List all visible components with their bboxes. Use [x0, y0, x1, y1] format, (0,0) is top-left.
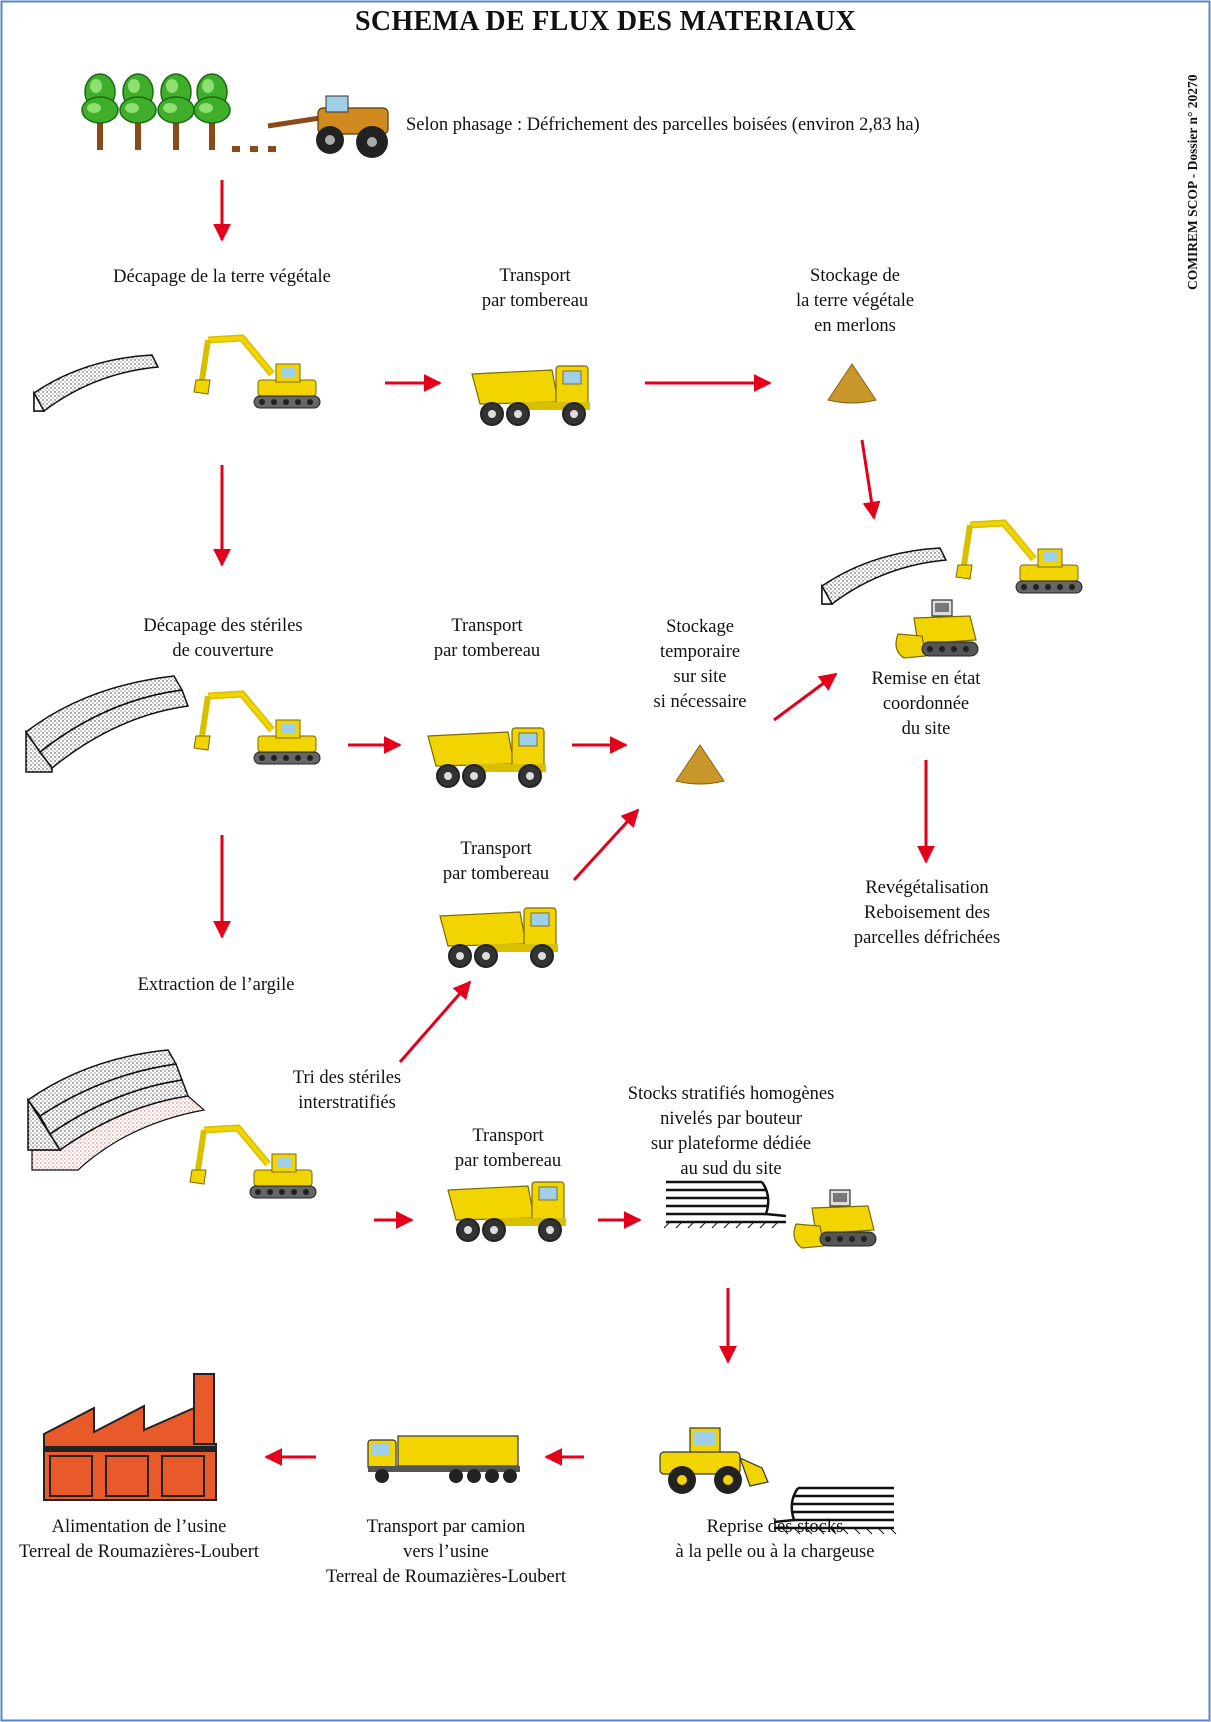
forestry-machine-icon [267, 95, 389, 158]
soil-pile-icon [827, 363, 877, 404]
soil-pile-icon [675, 744, 725, 785]
tree-icon [81, 73, 231, 151]
road-truck-icon [367, 1435, 520, 1483]
page-title: SCHEMA DE FLUX DES MATERIAUX [354, 6, 857, 37]
label-transport-camion: Transport par camion vers l’usine Terrea… [325, 1517, 567, 1587]
label-stockage-terre: Stockage de la terre végétale en merlons [795, 266, 915, 336]
label-revegetalisation: Revégétalisation Reboisement des parcell… [853, 878, 1001, 948]
dump-truck-icon [447, 1181, 567, 1242]
label-transport-3: Transport par tombereau [442, 839, 550, 884]
bulldozer-icon [895, 599, 979, 659]
label-defrichement: Selon phasage : Défrichement des parcell… [406, 115, 920, 135]
label-stockage-temp: Stockage temporaire sur site si nécessai… [653, 617, 747, 712]
soil-layer-icon [821, 547, 947, 605]
dump-truck-icon [427, 727, 547, 788]
excavator-icon [194, 338, 320, 408]
wheel-loader-icon [659, 1427, 769, 1494]
soil-layer-icon [26, 1049, 206, 1171]
soil-layer-icon [33, 354, 159, 412]
label-alimentation: Alimentation de l’usine Terreal de Rouma… [18, 1517, 260, 1562]
label-transport-4: Transport par tombereau [454, 1126, 562, 1171]
flow-arrows [213, 180, 935, 1466]
label-tri: Tri des stériles interstratifiés [292, 1068, 402, 1113]
label-decapage-terre: Décapage de la terre végétale [113, 267, 331, 287]
label-decapage-steriles: Décapage des stériles de couverture [143, 616, 303, 661]
dump-truck-icon [471, 365, 591, 426]
label-reprise: Reprise des stocks à la pelle ou à la ch… [675, 1517, 875, 1562]
label-extraction: Extraction de l’argile [137, 975, 295, 995]
label-transport-2: Transport par tombereau [433, 616, 541, 661]
factory-icon [43, 1373, 217, 1501]
label-transport-1: Transport par tombereau [481, 266, 589, 311]
dump-truck-icon [439, 907, 559, 968]
stratified-stock-icon [662, 1180, 788, 1230]
bulldozer-icon [793, 1189, 877, 1249]
excavator-icon [190, 1128, 316, 1198]
label-stocks-strat: Stocks stratifiés homogènes nivelés par … [627, 1084, 835, 1179]
soil-layer-icon [24, 675, 190, 773]
excavator-icon [194, 694, 320, 764]
excavator-icon [956, 523, 1082, 593]
label-remise-etat: Remise en état coordonnée du site [871, 669, 981, 739]
